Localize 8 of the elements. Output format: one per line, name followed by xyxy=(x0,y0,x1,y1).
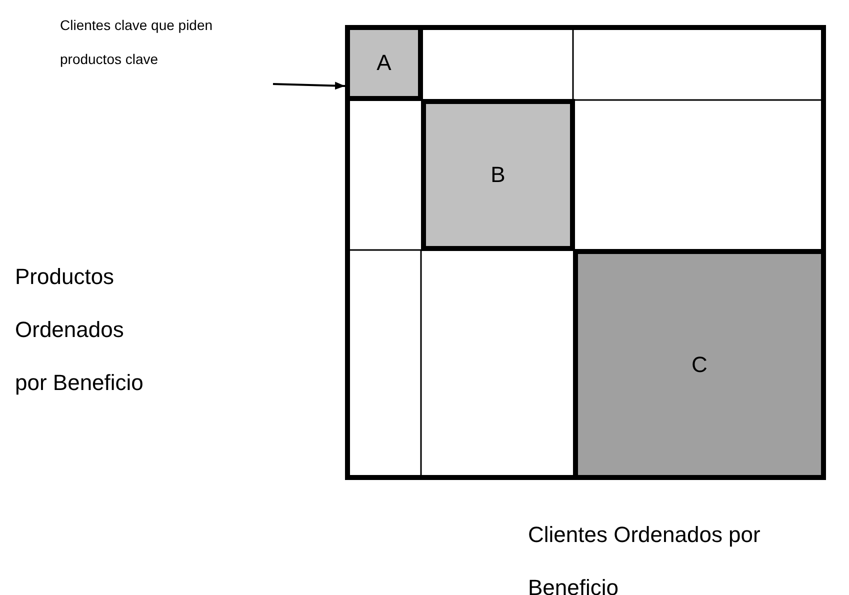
quadrant-letter: A xyxy=(376,50,392,76)
quadrant-letter: B xyxy=(490,162,506,188)
quadrant-letter: C xyxy=(692,352,708,378)
axis-label: Clientes Ordenados por Beneficio xyxy=(528,521,762,595)
leader-arrow xyxy=(272,82,346,90)
callout-text: Clientes clave que piden productos clave xyxy=(60,16,214,69)
quadrant-box xyxy=(421,99,575,251)
axis-label: Productos Ordenados por Beneficio xyxy=(15,263,144,397)
